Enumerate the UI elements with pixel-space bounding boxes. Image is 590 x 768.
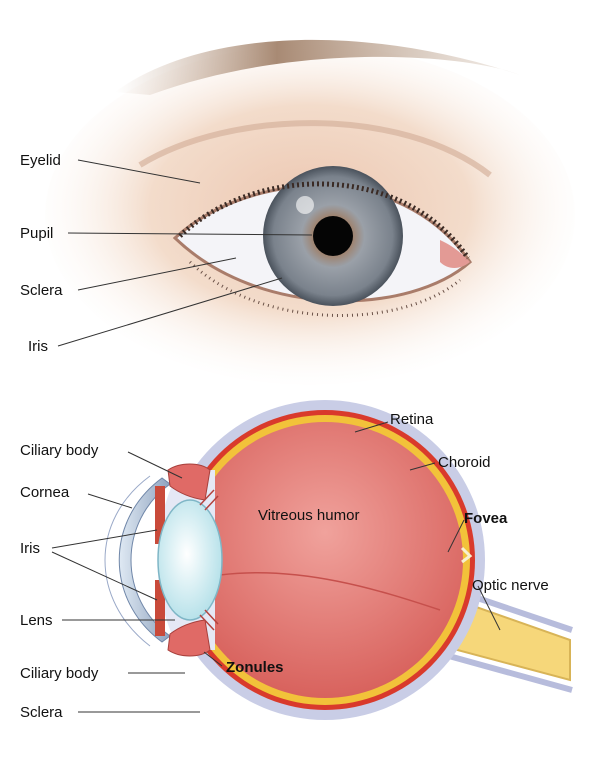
label-iris-external: Iris: [28, 338, 48, 355]
cross-section-leaders: [51, 421, 501, 713]
label-choroid: Choroid: [438, 454, 491, 471]
iris-top: [155, 486, 165, 544]
vitreous-fold: [219, 572, 441, 611]
label-iris-section: Iris: [20, 540, 40, 557]
label-pupil: Pupil: [20, 225, 53, 242]
external-eye-illustration: [45, 39, 575, 385]
label-cornea: Cornea: [20, 484, 70, 501]
eyebrow: [115, 39, 520, 95]
label-lens: Lens: [20, 612, 53, 629]
label-ciliary-body-top: Ciliary body: [20, 442, 99, 459]
lens: [157, 499, 223, 621]
external-leaders: [57, 159, 313, 347]
label-optic-nerve: Optic nerve: [472, 577, 549, 594]
fovea-notch: [460, 546, 473, 564]
leader-optic-nerve: [477, 585, 501, 631]
cornea-outline: [104, 475, 151, 647]
label-fovea: Fovea: [464, 510, 508, 527]
cross-section-illustration: [104, 400, 573, 720]
leader-iris: [57, 277, 283, 347]
pupil-external: [313, 216, 353, 256]
leader-retina: [354, 421, 389, 433]
iris-bottom: [155, 580, 165, 636]
upper-lashes: [178, 181, 471, 260]
zonules: [199, 489, 219, 631]
leader-eyelid: [77, 159, 201, 184]
label-zonules: Zonules: [226, 659, 284, 676]
label-ciliary-body-bottom: Ciliary body: [20, 665, 99, 682]
leader-iris-b: [51, 551, 158, 601]
label-sclera: Sclera: [20, 282, 63, 299]
leader-pupil: [67, 232, 313, 236]
leader-zonules: [203, 651, 223, 667]
vitreous-body: [187, 422, 463, 698]
label-sclera-section: Sclera: [20, 704, 63, 721]
leader-sclera: [77, 257, 237, 291]
label-retina: Retina: [390, 411, 434, 428]
leader-fovea: [447, 519, 465, 553]
caruncle: [440, 240, 470, 268]
eye-highlight: [296, 196, 314, 214]
upper-eyelid-crease: [138, 120, 492, 178]
leader-iris-a: [51, 529, 158, 549]
leader-choroid: [409, 462, 436, 471]
leader-ciliary-body-top: [127, 451, 183, 479]
leader-cornea: [87, 493, 133, 509]
label-eyelid: Eyelid: [20, 152, 61, 169]
label-vitreous-humor: Vitreous humor: [258, 507, 359, 524]
